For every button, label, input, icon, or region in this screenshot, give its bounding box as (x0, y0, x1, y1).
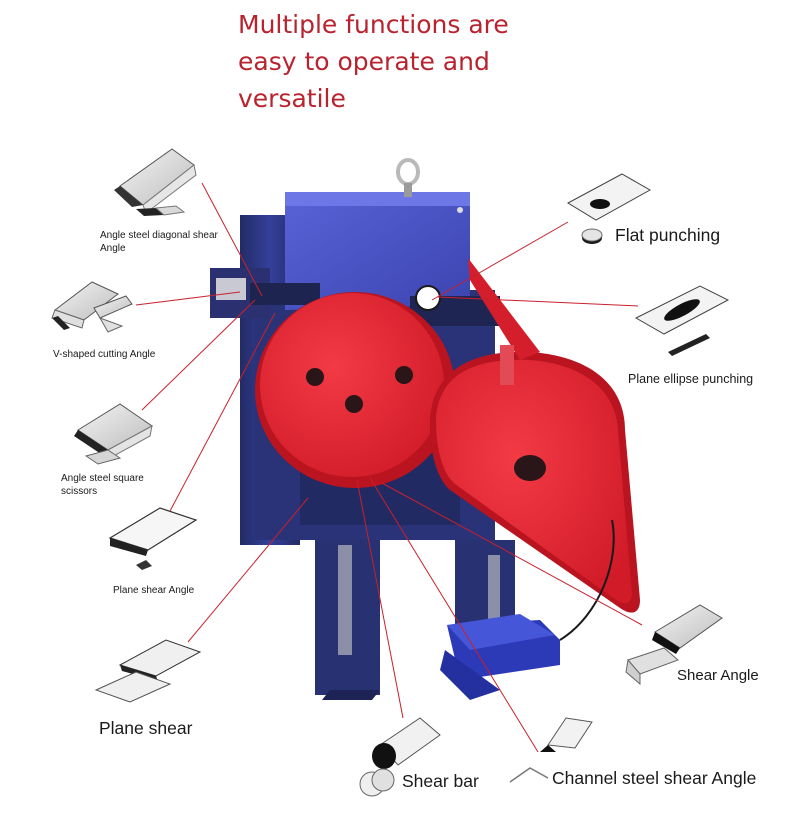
plane-ellipse-punching-icon (634, 285, 730, 356)
flat-punching-icon (566, 173, 652, 244)
channel-steel-icon (509, 717, 593, 783)
angle-diagonal-shear-icon (114, 148, 197, 216)
lifting-eye (396, 158, 420, 197)
plane-shear-icon (94, 639, 202, 703)
label-shear-angle: Shear Angle (677, 667, 759, 684)
flywheel-left (255, 292, 455, 488)
headline-line-1: Multiple functions are (238, 10, 509, 39)
label-angle-square-scissors: Angle steel square scissors (61, 473, 144, 497)
v-shaped-cutting-icon (51, 281, 133, 333)
label-channel-steel-shear: Channel steel shear Angle (552, 768, 757, 788)
label-plane-ellipse-punching: Plane ellipse punching (628, 372, 754, 386)
shear-bar-icon (359, 717, 441, 797)
label-angle-diagonal-shear: Angle steel diagonal shear Angle (100, 230, 218, 254)
label-flat-punching: Flat punching (615, 225, 721, 245)
label-plane-shear-angle: Plane shear Angle (113, 585, 195, 596)
headline-line-2: easy to operate and (238, 47, 490, 76)
headline-line-3: versatile (238, 84, 346, 113)
callout-lines (135, 182, 643, 753)
plane-shear-angle-icon (108, 507, 198, 570)
headline: Multiple functions are easy to operate a… (238, 6, 509, 117)
shear-angle-icon (625, 604, 723, 686)
label-plane-shear: Plane shear (99, 718, 193, 738)
angle-square-scissors-icon (74, 403, 153, 465)
label-shear-bar: Shear bar (402, 771, 479, 791)
flywheel-guard-right (430, 258, 640, 613)
foot-pedal (440, 519, 615, 700)
label-v-shaped-cutting: V-shaped cutting Angle (53, 349, 156, 360)
